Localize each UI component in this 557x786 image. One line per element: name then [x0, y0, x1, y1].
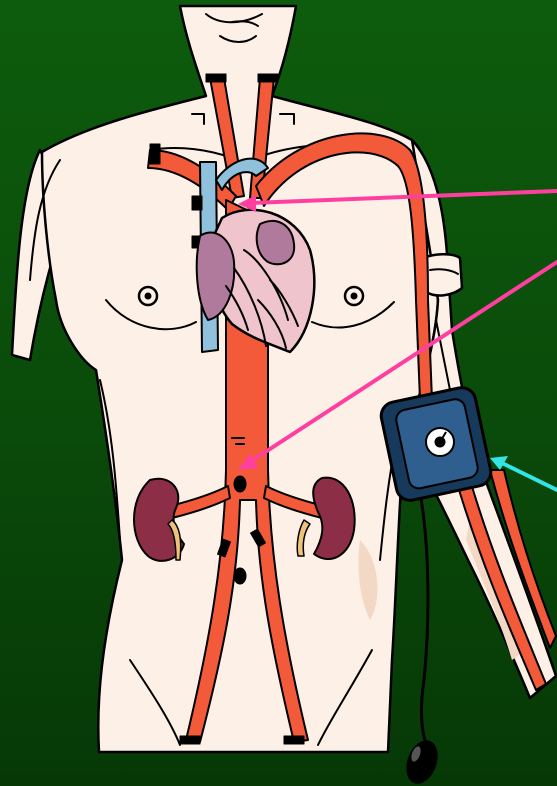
inflation-bulb-icon: [401, 737, 442, 786]
